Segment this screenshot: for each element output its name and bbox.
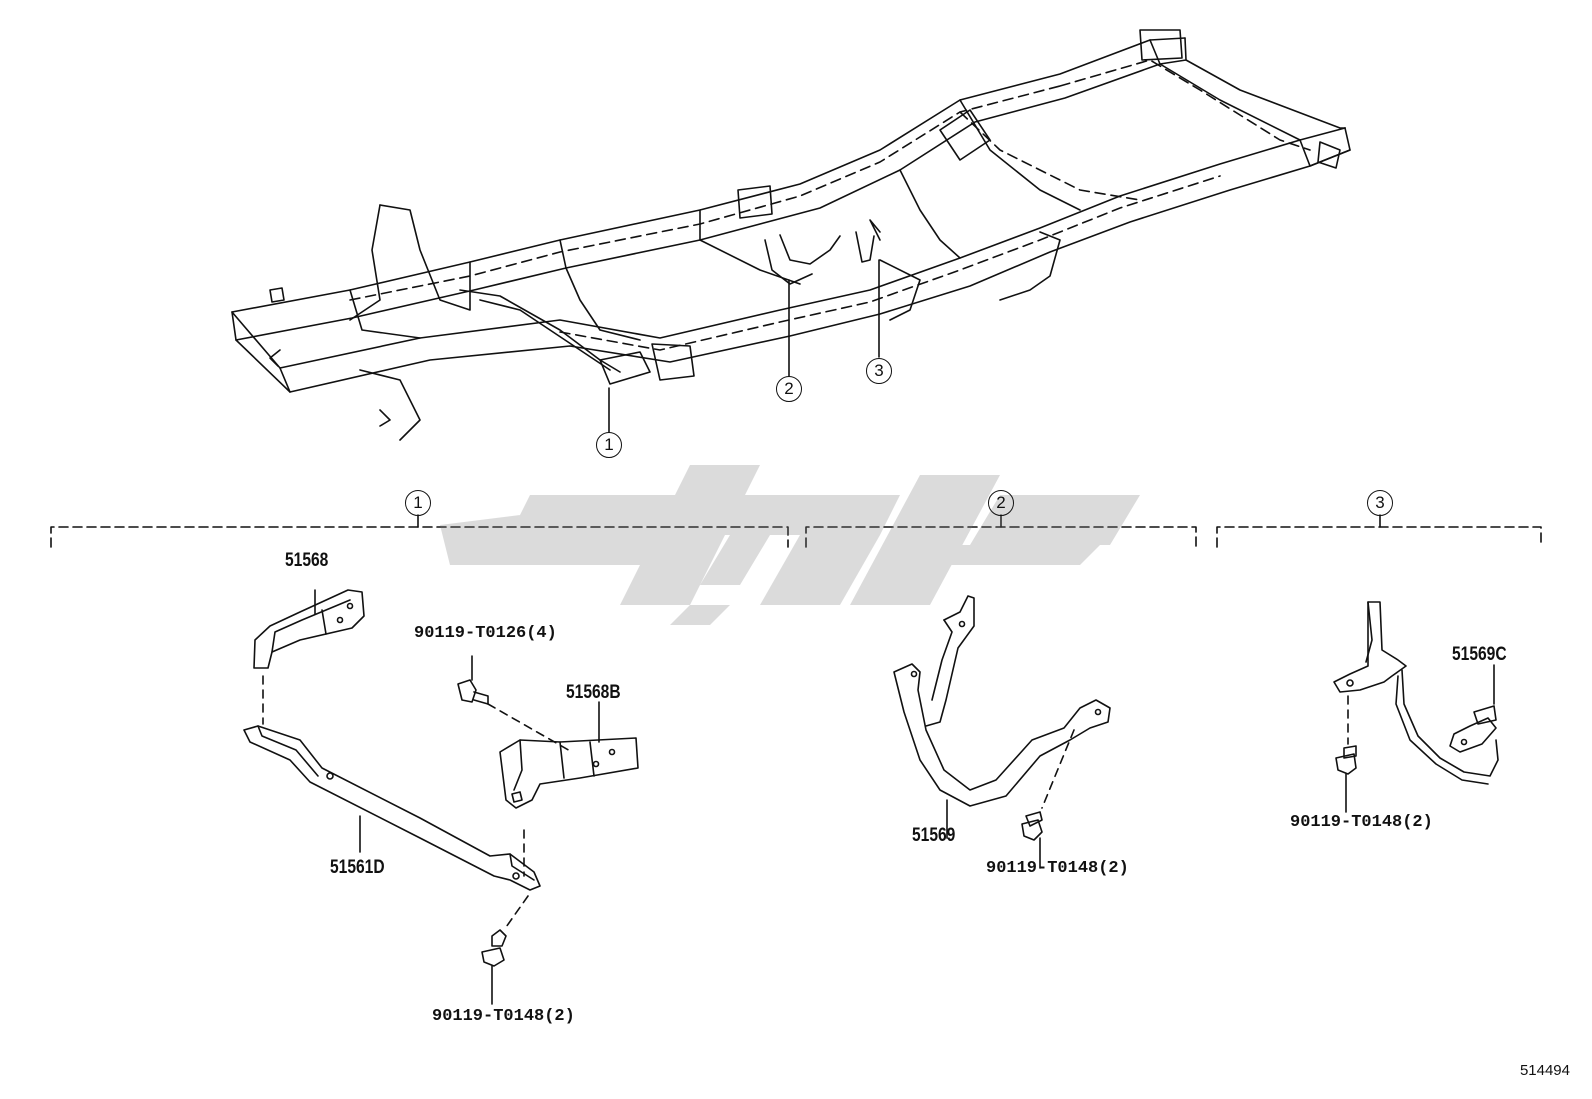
section-header-2: 2 [988, 490, 1014, 516]
part-label-90119-T0126: 90119-T0126(4) [414, 624, 557, 643]
part-label-51568: 51568 [285, 550, 329, 571]
bolt-t0126-drawing [457, 655, 489, 705]
bolt-t0148-sec3-drawing [1335, 745, 1357, 813]
callout-2: 2 [776, 376, 802, 402]
bolt-t0148-sec2-drawing [1021, 811, 1043, 869]
part-label-90119-T0148-sec3: 90119-T0148(2) [1290, 813, 1433, 832]
bolt-t0148-sec1-drawing [481, 929, 507, 1005]
crossmember-51561D-drawing [243, 725, 541, 891]
callout-leaders [608, 259, 880, 433]
bracket-51568-drawing [253, 589, 365, 669]
callout-3: 3 [866, 358, 892, 384]
strap-51569-drawing [893, 595, 1111, 807]
part-label-51569: 51569 [912, 825, 956, 846]
vehicle-frame-illustration [231, 29, 1351, 441]
watermark-logo [440, 465, 1140, 625]
part-label-90119-T0148-sec2: 90119-T0148(2) [986, 859, 1129, 878]
callout-1: 1 [596, 432, 622, 458]
part-label-51569C: 51569C [1452, 644, 1507, 665]
cable-51569C-drawing [1333, 601, 1499, 785]
section-brackets [50, 514, 1542, 548]
section-header-1: 1 [405, 490, 431, 516]
part-label-90119-T0148-sec1: 90119-T0148(2) [432, 1007, 575, 1026]
section-header-3: 3 [1367, 490, 1393, 516]
part-label-51568B: 51568B [566, 682, 621, 703]
bracket-51568B-drawing [499, 737, 639, 809]
illustration-code: 514494 [1519, 1062, 1570, 1079]
part-label-51561D: 51561D [330, 857, 385, 878]
